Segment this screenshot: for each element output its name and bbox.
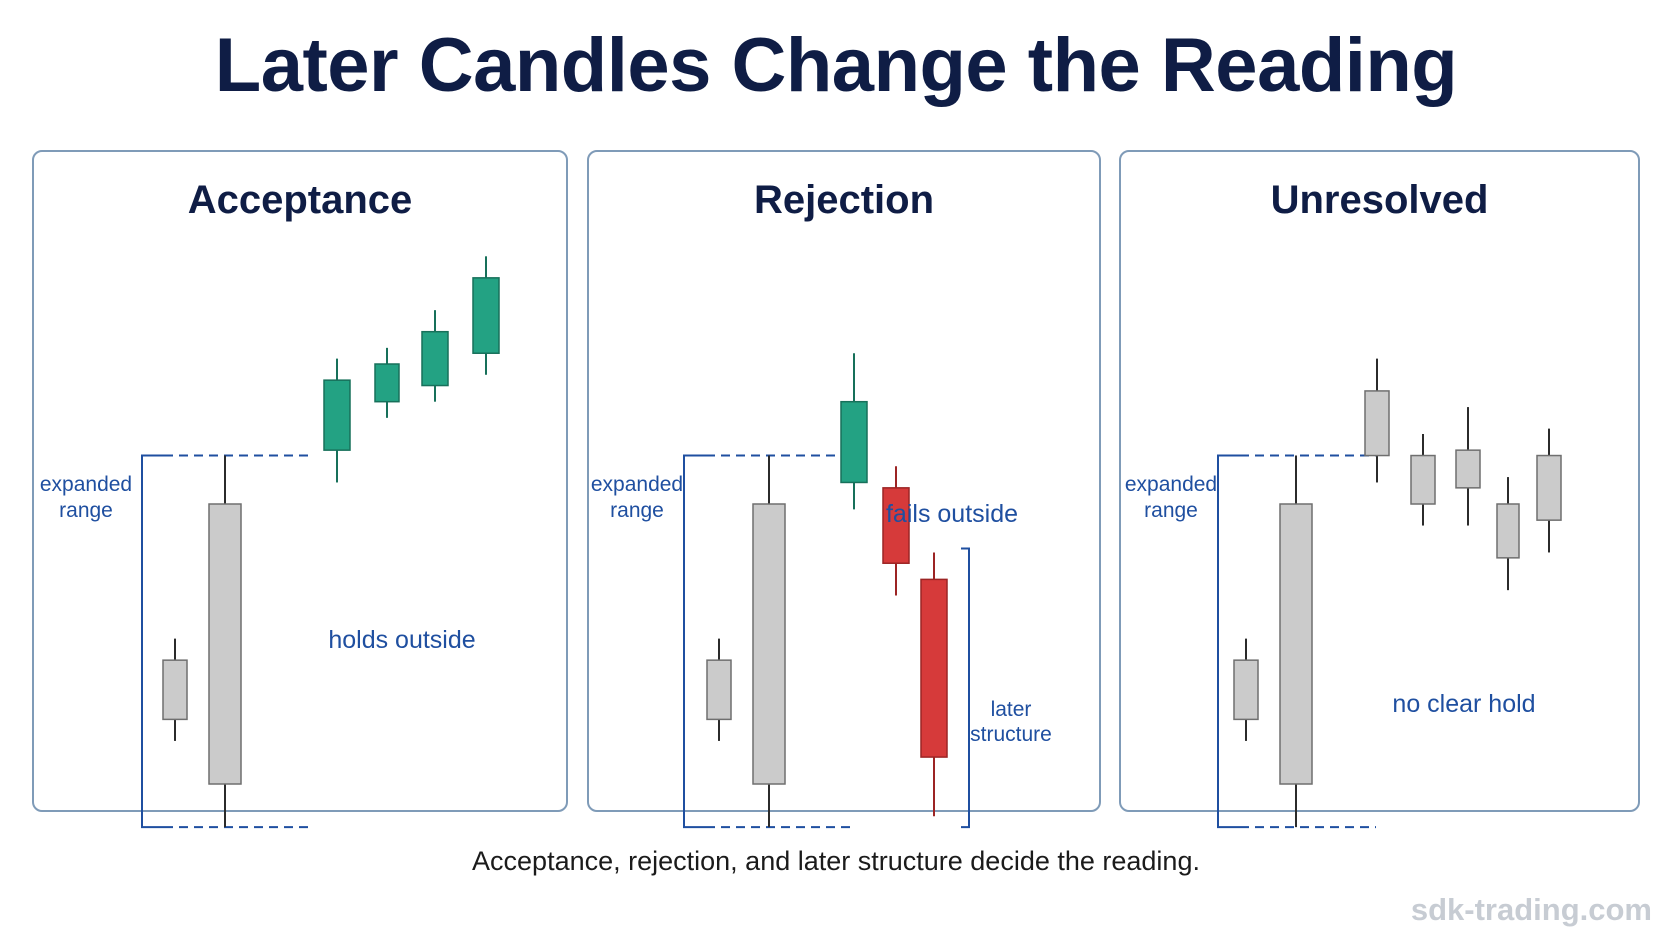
annotation-label: holds outside [328, 626, 475, 654]
watermark: sdk-trading.com [1410, 892, 1652, 927]
unresolved-diagram: expanded range no clear hold [1125, 358, 1562, 829]
acceptance-diagram: expanded range holds outside [40, 256, 500, 829]
panel-title: Unresolved [1270, 178, 1489, 222]
candle-body-bull [323, 379, 351, 451]
structure-label-line2: structure [970, 723, 1052, 746]
panel-unresolved: Unresolved expanded range no clear hold [1119, 150, 1640, 829]
range-label-line2: range [610, 499, 664, 522]
candle-body-neutral [208, 503, 242, 785]
candle-body-bull [840, 400, 868, 484]
candle-body-neutral [1496, 503, 1520, 559]
range-label-line2: range [1144, 499, 1198, 522]
candle-body-bull [472, 277, 500, 354]
structure-label-line1: later [991, 698, 1032, 721]
caption: Acceptance, rejection, and later structu… [472, 846, 1200, 876]
annotation-label: fails outside [886, 500, 1018, 528]
range-bracket [683, 454, 706, 829]
panel-title: Acceptance [187, 178, 413, 222]
candle-body-neutral [1410, 454, 1436, 505]
panel-rejection: Rejection expanded range fails outside late… [587, 150, 1101, 829]
candle-body-bull [374, 363, 400, 403]
range-label-line1: expanded [1125, 473, 1217, 496]
range-label-line1: expanded [40, 473, 132, 496]
annotation-label: no clear hold [1392, 690, 1535, 718]
candle-body-neutral [1536, 454, 1562, 521]
candle-body-neutral [1455, 449, 1481, 489]
candle-body-neutral [1364, 390, 1390, 457]
panel-title: Rejection [753, 178, 935, 222]
range-bracket [141, 454, 164, 829]
candle-body-neutral [1279, 503, 1313, 785]
candle-body-neutral [706, 659, 732, 721]
candle-body-bull [421, 330, 449, 387]
range-label-line1: expanded [591, 473, 683, 496]
panel-acceptance: Acceptance expanded range holds outside [32, 150, 568, 829]
candle-body-neutral [162, 659, 188, 721]
candle-body-neutral [1233, 659, 1259, 721]
range-label-line2: range [59, 499, 113, 522]
structure-bracket [961, 547, 970, 829]
candle-body-bear [920, 578, 948, 758]
candle-body-neutral [752, 503, 786, 785]
candle-body-bear [882, 487, 910, 564]
range-bracket [1217, 454, 1240, 829]
page-title: Later Candles Change the Reading [214, 23, 1458, 108]
